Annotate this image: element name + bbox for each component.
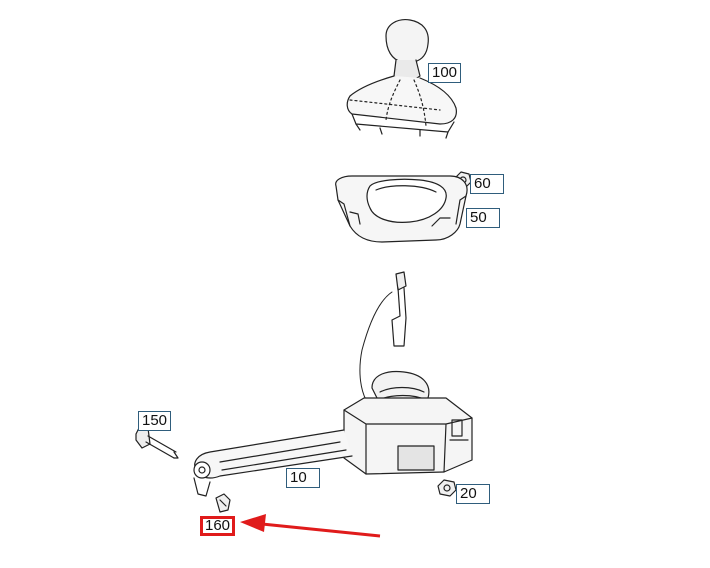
nut-20-drawing — [437, 479, 457, 497]
pin-150-drawing — [135, 425, 179, 459]
clip-160-drawing — [215, 493, 231, 513]
callout-50: 50 — [466, 208, 500, 228]
callout-100: 100 — [428, 63, 462, 83]
cover-frame-drawing — [335, 175, 468, 243]
callout-160-highlighted: 160 — [200, 516, 236, 536]
callout-10: 10 — [286, 468, 320, 488]
callout-60: 60 — [470, 174, 504, 194]
callout-150: 150 — [138, 411, 172, 431]
callout-20: 20 — [456, 484, 490, 504]
shift-knob-boot-drawing — [346, 19, 457, 139]
highlight-arrow — [240, 514, 381, 538]
shifter-assembly-drawing — [193, 271, 473, 497]
